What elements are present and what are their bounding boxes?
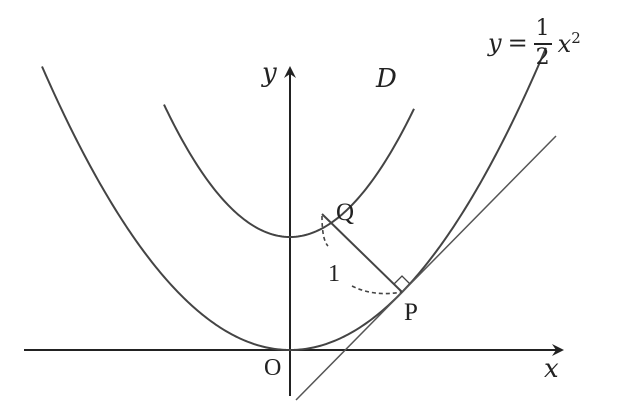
right-angle-marker [393, 275, 411, 285]
equation-variable: x2 [558, 29, 581, 58]
equation-numerator: 1 [535, 16, 550, 41]
curve-d-label: D [376, 64, 397, 94]
point-p-label: P [404, 299, 418, 326]
origin-label: O [264, 355, 282, 381]
point-q-label: Q [336, 199, 355, 226]
segment-pq [321, 213, 403, 293]
equation-equals: = [507, 29, 528, 58]
curve-d [163, 104, 415, 239]
equation-exponent: 2 [571, 28, 581, 47]
parabola-base-curve [41, 47, 547, 352]
parabola-equation-label: y = 1 2 x2 [488, 18, 581, 69]
x-axis-label: x [544, 354, 559, 384]
y-axis-label: y [262, 58, 277, 88]
fraction-bar [533, 43, 552, 45]
equation-denominator: 2 [535, 44, 550, 70]
distance-arc-lower [351, 285, 403, 295]
equation-var: x [557, 29, 572, 58]
tangent-line [295, 135, 557, 401]
distance-arc [321, 215, 329, 247]
equation-lhs: y [488, 29, 502, 58]
equation-fraction: 1 2 [533, 16, 552, 70]
distance-label: 1 [328, 261, 340, 287]
